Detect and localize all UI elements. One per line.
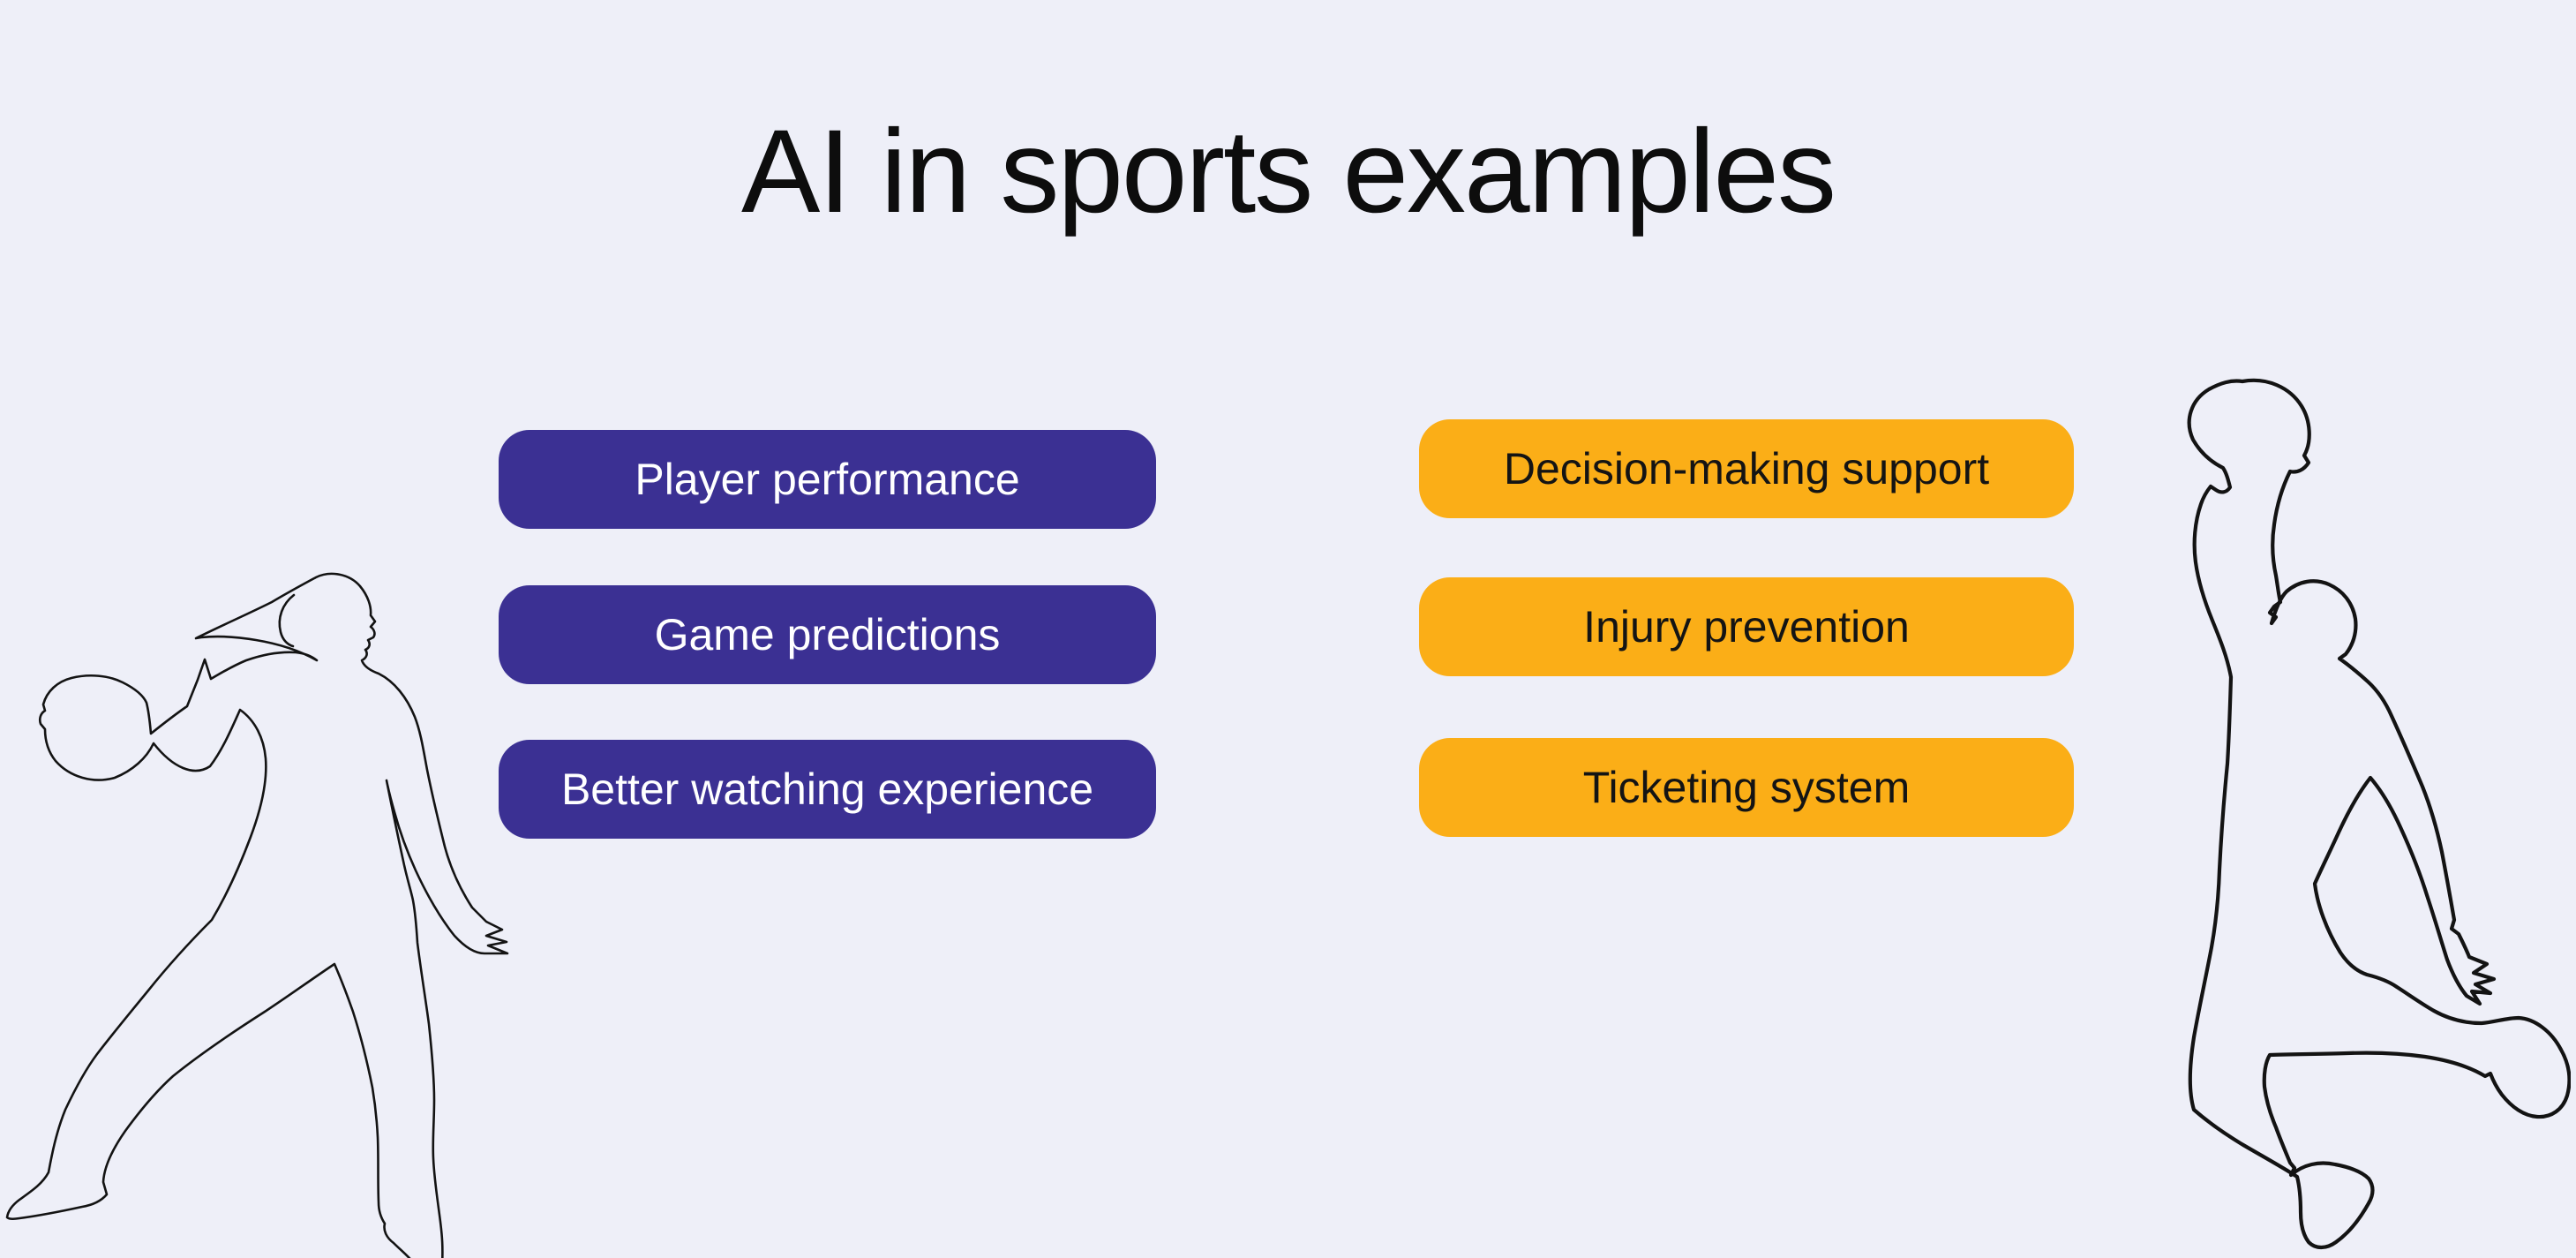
pill-better-watching-experience[interactable]: Better watching experience — [499, 740, 1156, 839]
pill-ticketing-system[interactable]: Ticketing system — [1419, 738, 2074, 837]
pill-label: Ticketing system — [1582, 763, 1911, 812]
pill-decision-making-support[interactable]: Decision-making support — [1419, 419, 2074, 518]
ponytail-detail-path — [278, 593, 296, 648]
dribbling-player-outline-icon — [5, 572, 509, 1258]
player-outline-path — [2187, 378, 2571, 1250]
pill-label: Decision-making support — [1503, 444, 1990, 493]
slide-title: AI in sports examples — [741, 106, 1836, 237]
pill-injury-prevention[interactable]: Injury prevention — [1419, 577, 2074, 676]
pill-label: Injury prevention — [1583, 602, 1910, 652]
dunking-player-illustration — [2129, 374, 2571, 1258]
pill-label: Player performance — [635, 455, 1020, 504]
pill-label: Better watching experience — [560, 765, 1094, 814]
pill-label: Game predictions — [654, 610, 1001, 659]
dribbling-player-illustration — [0, 540, 534, 1258]
player-outline-path — [5, 572, 509, 1258]
pill-game-predictions[interactable]: Game predictions — [499, 585, 1156, 684]
dunking-player-outline-icon — [2187, 378, 2571, 1250]
pill-player-performance[interactable]: Player performance — [499, 430, 1156, 529]
